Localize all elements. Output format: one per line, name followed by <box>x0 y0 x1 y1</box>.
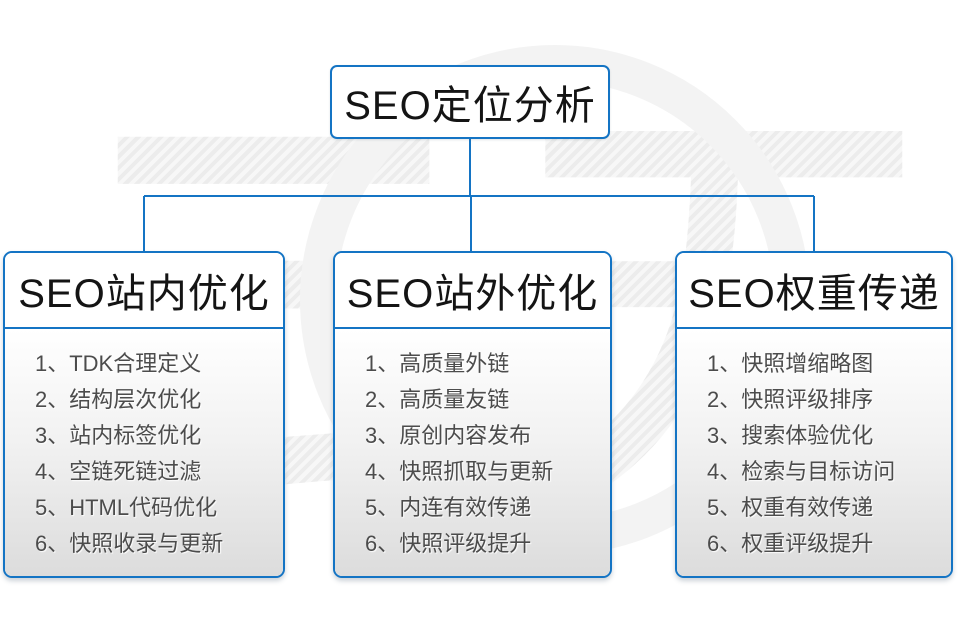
list-item: 5、HTML代码优化 <box>35 495 218 520</box>
list-item: 3、原创内容发布 <box>365 423 532 448</box>
column-onsite-optimization: SEO站内优化 1、TDK合理定义 2、结构层次优化 3、站内标签优化 4、空链… <box>3 251 285 578</box>
root-node-seo-analysis: SEO定位分析 <box>330 65 610 139</box>
list-item: 1、快照增缩略图 <box>707 351 874 376</box>
list-item: 6、快照评级提升 <box>365 531 532 556</box>
root-node-title: SEO定位分析 <box>344 84 596 128</box>
column-onsite-list: 1、TDK合理定义 2、结构层次优化 3、站内标签优化 4、空链死链过滤 5、H… <box>5 329 283 576</box>
list-item: 4、检索与目标访问 <box>707 459 896 484</box>
column-offsite-title: SEO站外优化 <box>335 253 610 329</box>
column-weight-list: 1、快照增缩略图 2、快照评级排序 3、搜索体验优化 4、检索与目标访问 5、权… <box>677 329 951 576</box>
list-item: 5、权重有效传递 <box>707 495 874 520</box>
list-item: 2、快照评级排序 <box>707 387 874 412</box>
list-item: 2、高质量友链 <box>365 387 510 412</box>
list-item: 6、权重评级提升 <box>707 531 874 556</box>
list-item: 1、TDK合理定义 <box>35 351 202 376</box>
column-weight-transfer: SEO权重传递 1、快照增缩略图 2、快照评级排序 3、搜索体验优化 4、检索与… <box>675 251 953 578</box>
column-onsite-title: SEO站内优化 <box>5 253 283 329</box>
list-item: 3、搜索体验优化 <box>707 423 874 448</box>
column-offsite-optimization: SEO站外优化 1、高质量外链 2、高质量友链 3、原创内容发布 4、快照抓取与… <box>333 251 612 578</box>
column-weight-title: SEO权重传递 <box>677 253 951 329</box>
list-item: 5、内连有效传递 <box>365 495 532 520</box>
list-item: 6、快照收录与更新 <box>35 531 224 556</box>
list-item: 4、快照抓取与更新 <box>365 459 554 484</box>
list-item: 3、站内标签优化 <box>35 423 202 448</box>
tree-connector-path <box>143 139 815 251</box>
list-item: 4、空链死链过滤 <box>35 459 202 484</box>
list-item: 1、高质量外链 <box>365 351 510 376</box>
list-item: 2、结构层次优化 <box>35 387 202 412</box>
column-offsite-list: 1、高质量外链 2、高质量友链 3、原创内容发布 4、快照抓取与更新 5、内连有… <box>335 329 610 576</box>
